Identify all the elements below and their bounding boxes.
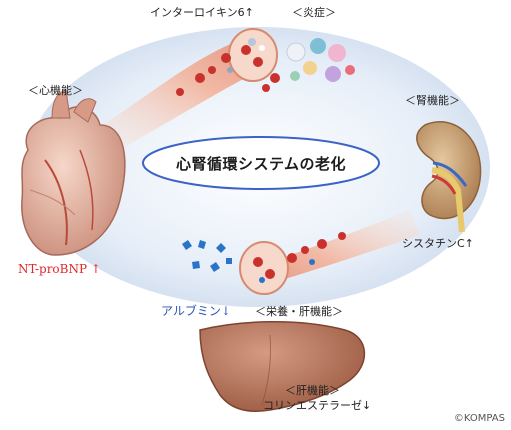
cholinesterase-label: コリンエステラーゼ↓ — [263, 400, 371, 412]
interleukin-label: インターロイキン6↑ — [150, 7, 254, 19]
kidney-function-label: ＜腎機能＞ — [405, 95, 460, 107]
nutrition-liver-label: ＜栄養・肝機能＞ — [255, 306, 343, 318]
albumin-label: アルブミン↓ — [161, 305, 231, 318]
center-title: 心腎循環システムの老化 — [150, 153, 372, 174]
heart-function-label: ＜心機能＞ — [28, 85, 83, 97]
liver-illustration — [200, 322, 364, 411]
liver-function-label: ＜肝機能＞ — [285, 385, 340, 397]
copyright-text: ©KOMPAS — [454, 413, 505, 424]
inflammation-label: ＜炎症＞ — [292, 7, 336, 19]
cystatin-label: シスタチンC↑ — [402, 238, 474, 250]
ntprobnp-label: NT-proBNP ↑ — [18, 263, 101, 276]
